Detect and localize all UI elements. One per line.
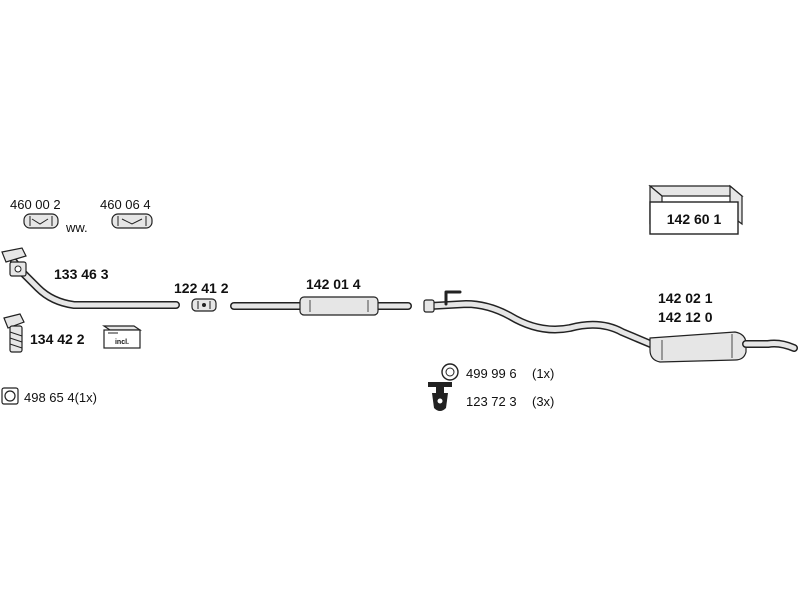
gasket-ring-label: 498 65 4(1x) <box>24 390 97 405</box>
included-parts-box[interactable]: incl. <box>102 325 142 349</box>
middle-silencer[interactable] <box>230 296 412 316</box>
mounting-kit-box[interactable]: 142 60 1 <box>648 184 744 235</box>
mount-kit-label: 142 60 1 <box>667 211 722 227</box>
clamp-a-label: 460 00 2 <box>10 197 61 212</box>
incl-label: incl. <box>115 339 129 346</box>
front-pipe-label: 133 46 3 <box>54 266 109 282</box>
middle-silencer-label: 142 01 4 <box>306 276 361 292</box>
rear-silencer-label-a: 142 02 1 <box>658 290 713 306</box>
rubber-ring[interactable] <box>441 363 459 381</box>
hanger-quantity: (3x) <box>532 394 554 409</box>
connector-label: 122 41 2 <box>174 280 229 296</box>
clamp-a[interactable] <box>23 213 59 229</box>
rubber-ring-number: 499 99 6 <box>466 366 517 381</box>
hanger-number: 123 72 3 <box>466 394 517 409</box>
clamp-b-label: 460 06 4 <box>100 197 151 212</box>
rubber-ring-quantity: (1x) <box>532 366 554 381</box>
connector-clamp[interactable] <box>191 298 217 312</box>
rear-silencer-label-b: 142 12 0 <box>658 309 713 325</box>
bolt-kit[interactable] <box>3 313 25 353</box>
clamp-b[interactable] <box>111 213 153 229</box>
ww-label: ww. <box>65 220 88 235</box>
rubber-hanger[interactable] <box>428 382 452 411</box>
front-pipe[interactable] <box>1 247 180 309</box>
bolt-kit-label: 134 42 2 <box>30 331 85 347</box>
rear-silencer[interactable] <box>423 290 798 363</box>
gasket-ring[interactable] <box>1 387 19 405</box>
